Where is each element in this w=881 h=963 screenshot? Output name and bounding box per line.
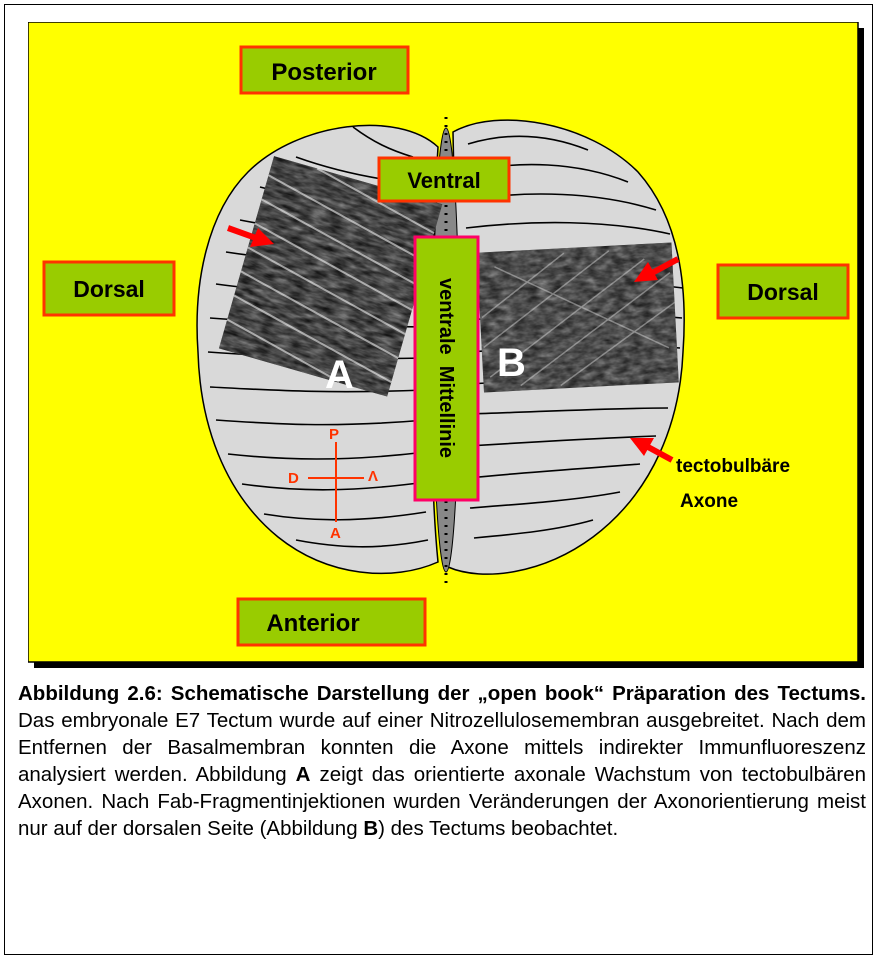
- dorsal-left-label: Dorsal: [73, 276, 145, 302]
- compass-v: V: [368, 467, 378, 484]
- axons-label-line1: tectobulbäre: [676, 456, 790, 477]
- panel-a-label: A: [325, 353, 354, 397]
- caption-title: Abbildung 2.6: Schematische Darstellung …: [18, 682, 866, 705]
- compass-p: P: [329, 426, 339, 443]
- figure-caption: Abbildung 2.6: Schematische Darstellung …: [18, 680, 866, 842]
- caption-ref-a: A: [296, 763, 311, 786]
- axons-label-line2: Axone: [680, 491, 738, 512]
- dorsal-right-label: Dorsal: [747, 279, 819, 305]
- midline-label: ventrale Mittellinie: [435, 278, 457, 458]
- ventral-label: Ventral: [407, 168, 480, 193]
- caption-text-3: ) des Tectums beobachtet.: [378, 817, 618, 840]
- compass-a: A: [330, 525, 341, 542]
- compass-d: D: [288, 470, 299, 487]
- caption-ref-b: B: [363, 817, 378, 840]
- panel-b-label: B: [497, 341, 526, 385]
- open-book-diagram: A B P A D V Posterior Ventral Dorsal Dor…: [28, 22, 866, 670]
- anterior-label: Anterior: [266, 610, 359, 637]
- posterior-label: Posterior: [271, 59, 376, 86]
